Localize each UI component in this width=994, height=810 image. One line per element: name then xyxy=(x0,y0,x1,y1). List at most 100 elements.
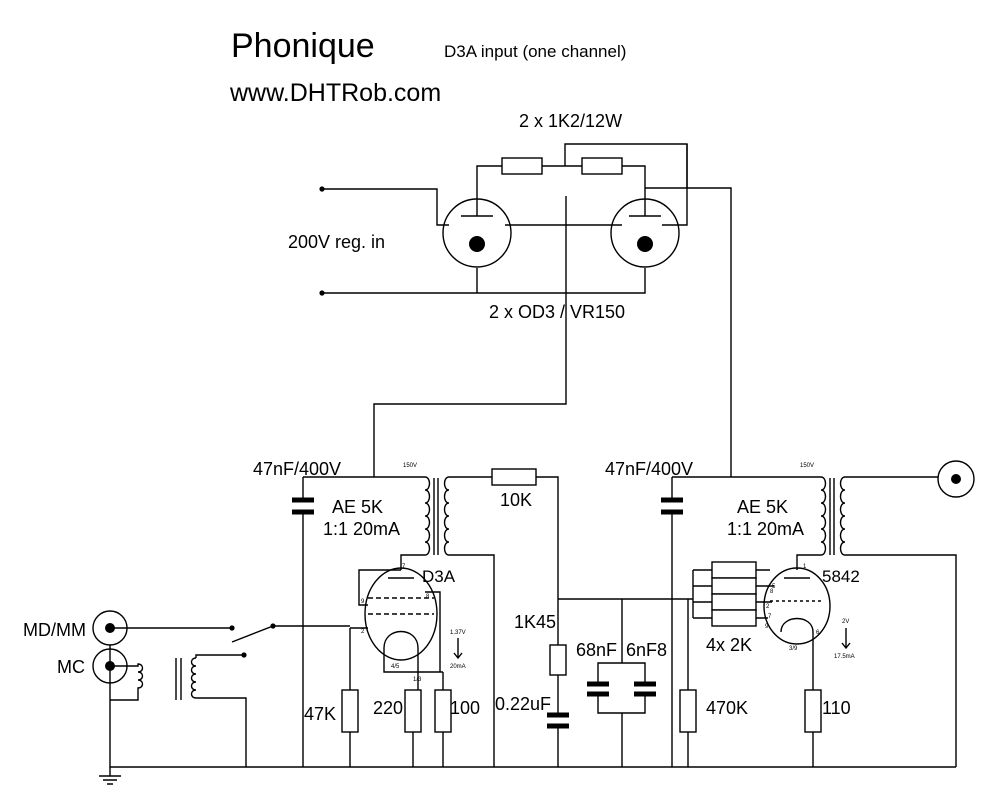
regulator-section: 2 x 1K2/12W 200V reg. in 2 x OD3 / VR150 xyxy=(288,111,732,477)
stage2-xfmr-secondary xyxy=(839,476,846,556)
input-selector-switch xyxy=(231,625,274,643)
tube-5842-pin-2: 2 xyxy=(766,604,770,610)
grid-stopper-left-wires xyxy=(692,569,712,619)
stage1-xfmr-label-2: 1:1 20mA xyxy=(323,519,400,539)
output-jack xyxy=(937,460,975,498)
ground-symbol xyxy=(99,767,121,785)
d3a-pin-9: 9 xyxy=(361,599,365,605)
mm-input-label: MD/MM xyxy=(23,620,86,640)
interstage-shunt-cap-label: 0.22uF xyxy=(495,694,551,714)
stage1-cathode-resistor-1-label: 220 xyxy=(373,698,403,718)
tube-5842-bias-arrow xyxy=(841,628,851,650)
od3-tube-2-cathode xyxy=(637,236,653,252)
stage2-xfmr-voltage: 150V xyxy=(800,463,814,469)
grid-stopper-2 xyxy=(711,577,757,595)
input-section: MD/MM MC xyxy=(23,610,956,785)
interstage-cap-b xyxy=(634,681,656,697)
stage2-tube-label: 5842 xyxy=(822,567,860,586)
diagram-subtitle: D3A input (one channel) xyxy=(444,42,626,61)
interstage-shunt-cap xyxy=(547,712,569,729)
stage1-tube-label: D3A xyxy=(422,567,456,586)
stage2-grid-resistor xyxy=(679,689,697,733)
stage1-xfmr-voltage: 150V xyxy=(403,463,417,469)
mc-xfmr-core xyxy=(175,658,182,700)
interstage-series-wire xyxy=(536,476,559,645)
regulator-resistor-2 xyxy=(581,157,623,175)
d3a-bias-arrow xyxy=(453,638,463,660)
stage1-cathode-resistor-2 xyxy=(434,689,452,733)
stage1-xfmr-secondary xyxy=(443,476,450,556)
d3a-pin-2: 2 xyxy=(361,629,365,635)
stage2-xfmr-label-1: AE 5K xyxy=(737,497,788,517)
interstage-shunt-resistor xyxy=(549,644,567,676)
d3a-cathode-wire xyxy=(383,648,443,673)
interstage-series-resistor xyxy=(491,468,537,486)
interstage-cap-b-label: 6nF8 xyxy=(626,640,667,660)
grid-stopper-label: 4x 2K xyxy=(706,635,752,655)
tube-5842-pin-5: 5 xyxy=(772,584,776,590)
stage1-cap-label: 47nF/400V xyxy=(253,459,341,479)
stage2-xfmr-primary xyxy=(820,476,827,556)
stage1-xfmr-label-1: AE 5K xyxy=(332,497,383,517)
supply-plus-wire xyxy=(322,188,449,226)
tube-5842-pin-39: 3/9 xyxy=(789,646,798,652)
grid-stopper-right-wires xyxy=(756,569,774,619)
d3a-tube xyxy=(364,567,438,661)
stage2-coupling-cap xyxy=(661,497,683,515)
mc-xfmr-primary xyxy=(110,663,144,701)
stage2-plate-wire xyxy=(796,554,821,570)
tube-5842-pin-6: 6 xyxy=(816,630,820,636)
mc-input-label: MC xyxy=(57,657,85,677)
stage2-xfmr-core xyxy=(829,478,835,555)
d3a-bias-current: 20mA xyxy=(450,664,466,670)
output-jack-pin xyxy=(951,474,961,484)
stage1-cathode-resistor-1 xyxy=(404,689,422,733)
stage2-cathode-resistor xyxy=(804,689,822,733)
stage1-secondary-wires xyxy=(449,476,495,767)
interstage-shunt-resistor-label: 1K45 xyxy=(514,612,556,632)
mc-xfmr-secondary xyxy=(190,657,197,699)
grid-stopper-3 xyxy=(711,593,757,611)
stage1-coupling-cap xyxy=(292,497,314,515)
d3a-bias-voltage: 1.37V xyxy=(450,630,466,636)
tube-5842-bias-voltage: 2V xyxy=(842,619,849,625)
website-url: www.DHTRob.com xyxy=(229,79,441,107)
stage2-cathode-resistor-label: 110 xyxy=(822,698,851,718)
stage1-section: 47nF/400V AE 5K 1:1 20mA 150V D3A 7 8 9 … xyxy=(253,459,495,767)
grid-stopper-4 xyxy=(711,609,757,627)
tube-5842-pin-7: 7 xyxy=(768,614,772,620)
stage1-grid-resistor xyxy=(341,689,359,733)
od3-tube-1-cathode xyxy=(469,236,485,252)
d3a-pin-7: 7 xyxy=(402,564,406,570)
tube-5842-cathode xyxy=(780,617,814,633)
b-plus-stage2-wire xyxy=(645,187,732,477)
interstage-filter-top xyxy=(597,599,646,682)
d3a-screen-wire xyxy=(358,569,401,606)
stage1-grid-resistor-label: 47K xyxy=(304,704,336,724)
d3a-pin-8: 8 xyxy=(426,594,430,600)
mc-xfmr-secondary-wires xyxy=(195,654,247,767)
supply-input-label: 200V reg. in xyxy=(288,232,385,252)
stage1-cathode-resistor-2-label: 100 xyxy=(450,698,480,718)
stage1-xfmr-core xyxy=(433,478,439,555)
stage1-plate-wire xyxy=(400,554,425,570)
stage2-xfmr-label-2: 1:1 20mA xyxy=(727,519,804,539)
d3a-g2-wire xyxy=(425,591,441,672)
stage2-grid-resistor-label: 470K xyxy=(706,698,748,718)
stage1-xfmr-primary xyxy=(424,476,431,556)
od3-tube-1-anode xyxy=(461,199,493,217)
interstage-section: 10K 1K45 0.22uF 68nF 6nF8 xyxy=(491,468,693,767)
tube-5842-pin-9: 9 xyxy=(765,624,769,630)
grid-stopper-1 xyxy=(711,561,757,579)
brand-title: Phonique xyxy=(231,27,375,65)
stage2-cap-label: 47nF/400V xyxy=(605,459,693,479)
tube-5842-bias-current: 17.5mA xyxy=(834,654,855,660)
regulator-resistor-label: 2 x 1K2/12W xyxy=(519,111,622,131)
mm-switch-contact xyxy=(229,625,235,631)
tube-5842 xyxy=(763,567,831,645)
b-plus-stage1-wire xyxy=(373,196,567,477)
stage2-output-wires xyxy=(845,476,957,767)
regulator-tube-label: 2 x OD3 / VR150 xyxy=(489,302,625,322)
